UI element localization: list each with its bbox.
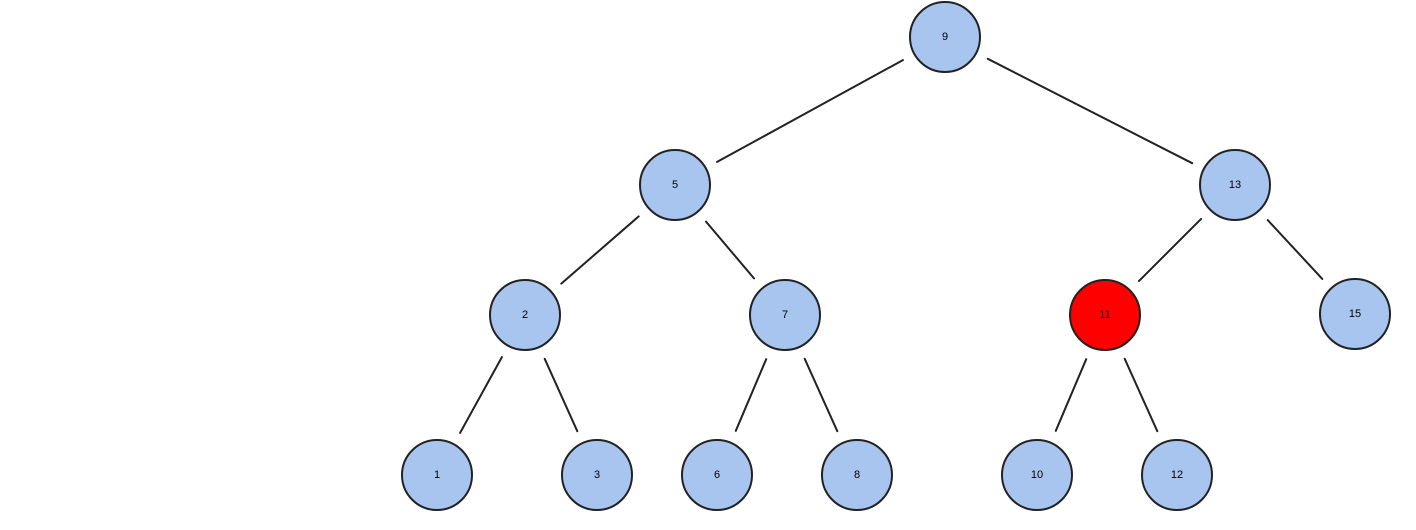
node-circle-highlighted[interactable] bbox=[1069, 279, 1141, 351]
node-circle[interactable] bbox=[1199, 149, 1271, 221]
edge-5-7 bbox=[705, 220, 755, 280]
tree-node-1[interactable]: 1 bbox=[401, 439, 473, 511]
tree-node-13[interactable]: 13 bbox=[1199, 149, 1271, 221]
tree-node-10[interactable]: 10 bbox=[1001, 439, 1073, 511]
edge-7-6 bbox=[734, 358, 768, 432]
edge-9-13 bbox=[986, 57, 1194, 165]
edge-2-3 bbox=[543, 357, 579, 433]
tree-node-11[interactable]: 11 bbox=[1069, 279, 1141, 351]
node-circle[interactable] bbox=[1141, 439, 1213, 511]
tree-node-9[interactable]: 9 bbox=[909, 1, 981, 73]
node-circle[interactable] bbox=[821, 439, 893, 511]
node-circle[interactable] bbox=[681, 439, 753, 511]
node-circle[interactable] bbox=[639, 149, 711, 221]
tree-node-12[interactable]: 12 bbox=[1141, 439, 1213, 511]
tree-node-3[interactable]: 3 bbox=[561, 439, 633, 511]
node-circle[interactable] bbox=[1319, 278, 1391, 350]
node-circle[interactable] bbox=[909, 1, 981, 73]
edge-13-11 bbox=[1137, 217, 1203, 283]
edge-13-15 bbox=[1266, 219, 1324, 280]
tree-node-2[interactable]: 2 bbox=[489, 279, 561, 351]
node-circle[interactable] bbox=[401, 439, 473, 511]
edge-9-5 bbox=[716, 59, 904, 163]
edge-2-1 bbox=[459, 356, 503, 434]
tree-node-8[interactable]: 8 bbox=[821, 439, 893, 511]
tree-node-7[interactable]: 7 bbox=[749, 279, 821, 351]
node-circle[interactable] bbox=[561, 439, 633, 511]
node-circle[interactable] bbox=[1001, 439, 1073, 511]
edge-11-10 bbox=[1054, 358, 1088, 432]
edge-11-12 bbox=[1123, 357, 1159, 433]
node-circle[interactable] bbox=[489, 279, 561, 351]
tree-node-5[interactable]: 5 bbox=[639, 149, 711, 221]
edge-7-8 bbox=[803, 357, 839, 433]
tree-node-15[interactable]: 15 bbox=[1319, 278, 1391, 350]
tree-node-6[interactable]: 6 bbox=[681, 439, 753, 511]
edge-5-2 bbox=[560, 215, 640, 285]
node-circle[interactable] bbox=[749, 279, 821, 351]
edge-layer bbox=[459, 57, 1324, 434]
